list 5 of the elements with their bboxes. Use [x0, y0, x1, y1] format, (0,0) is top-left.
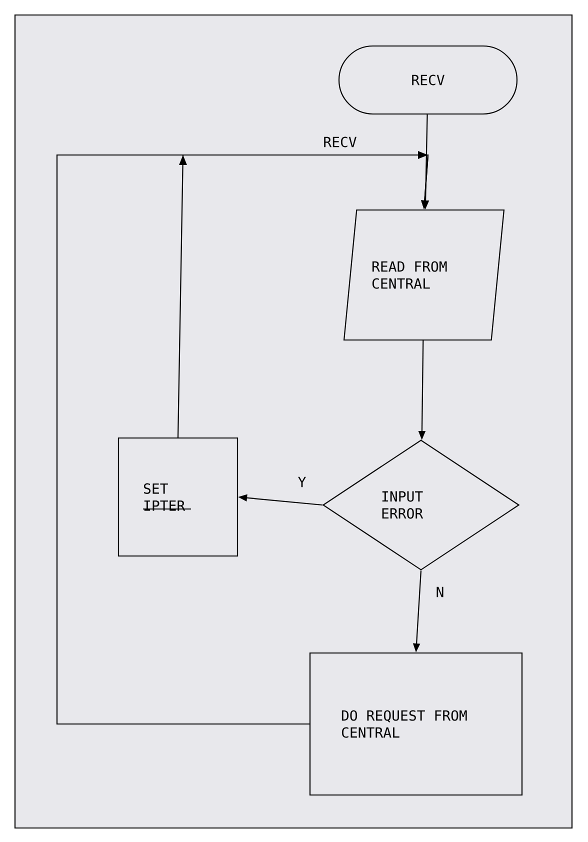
arrow — [56, 151, 429, 725]
edge-label: RECV — [322, 136, 358, 148]
arrow — [177, 154, 429, 438]
process-box: DO REQUEST FROM CENTRAL — [309, 652, 523, 796]
input-parallelogram: READ FROM CENTRAL — [343, 209, 505, 341]
